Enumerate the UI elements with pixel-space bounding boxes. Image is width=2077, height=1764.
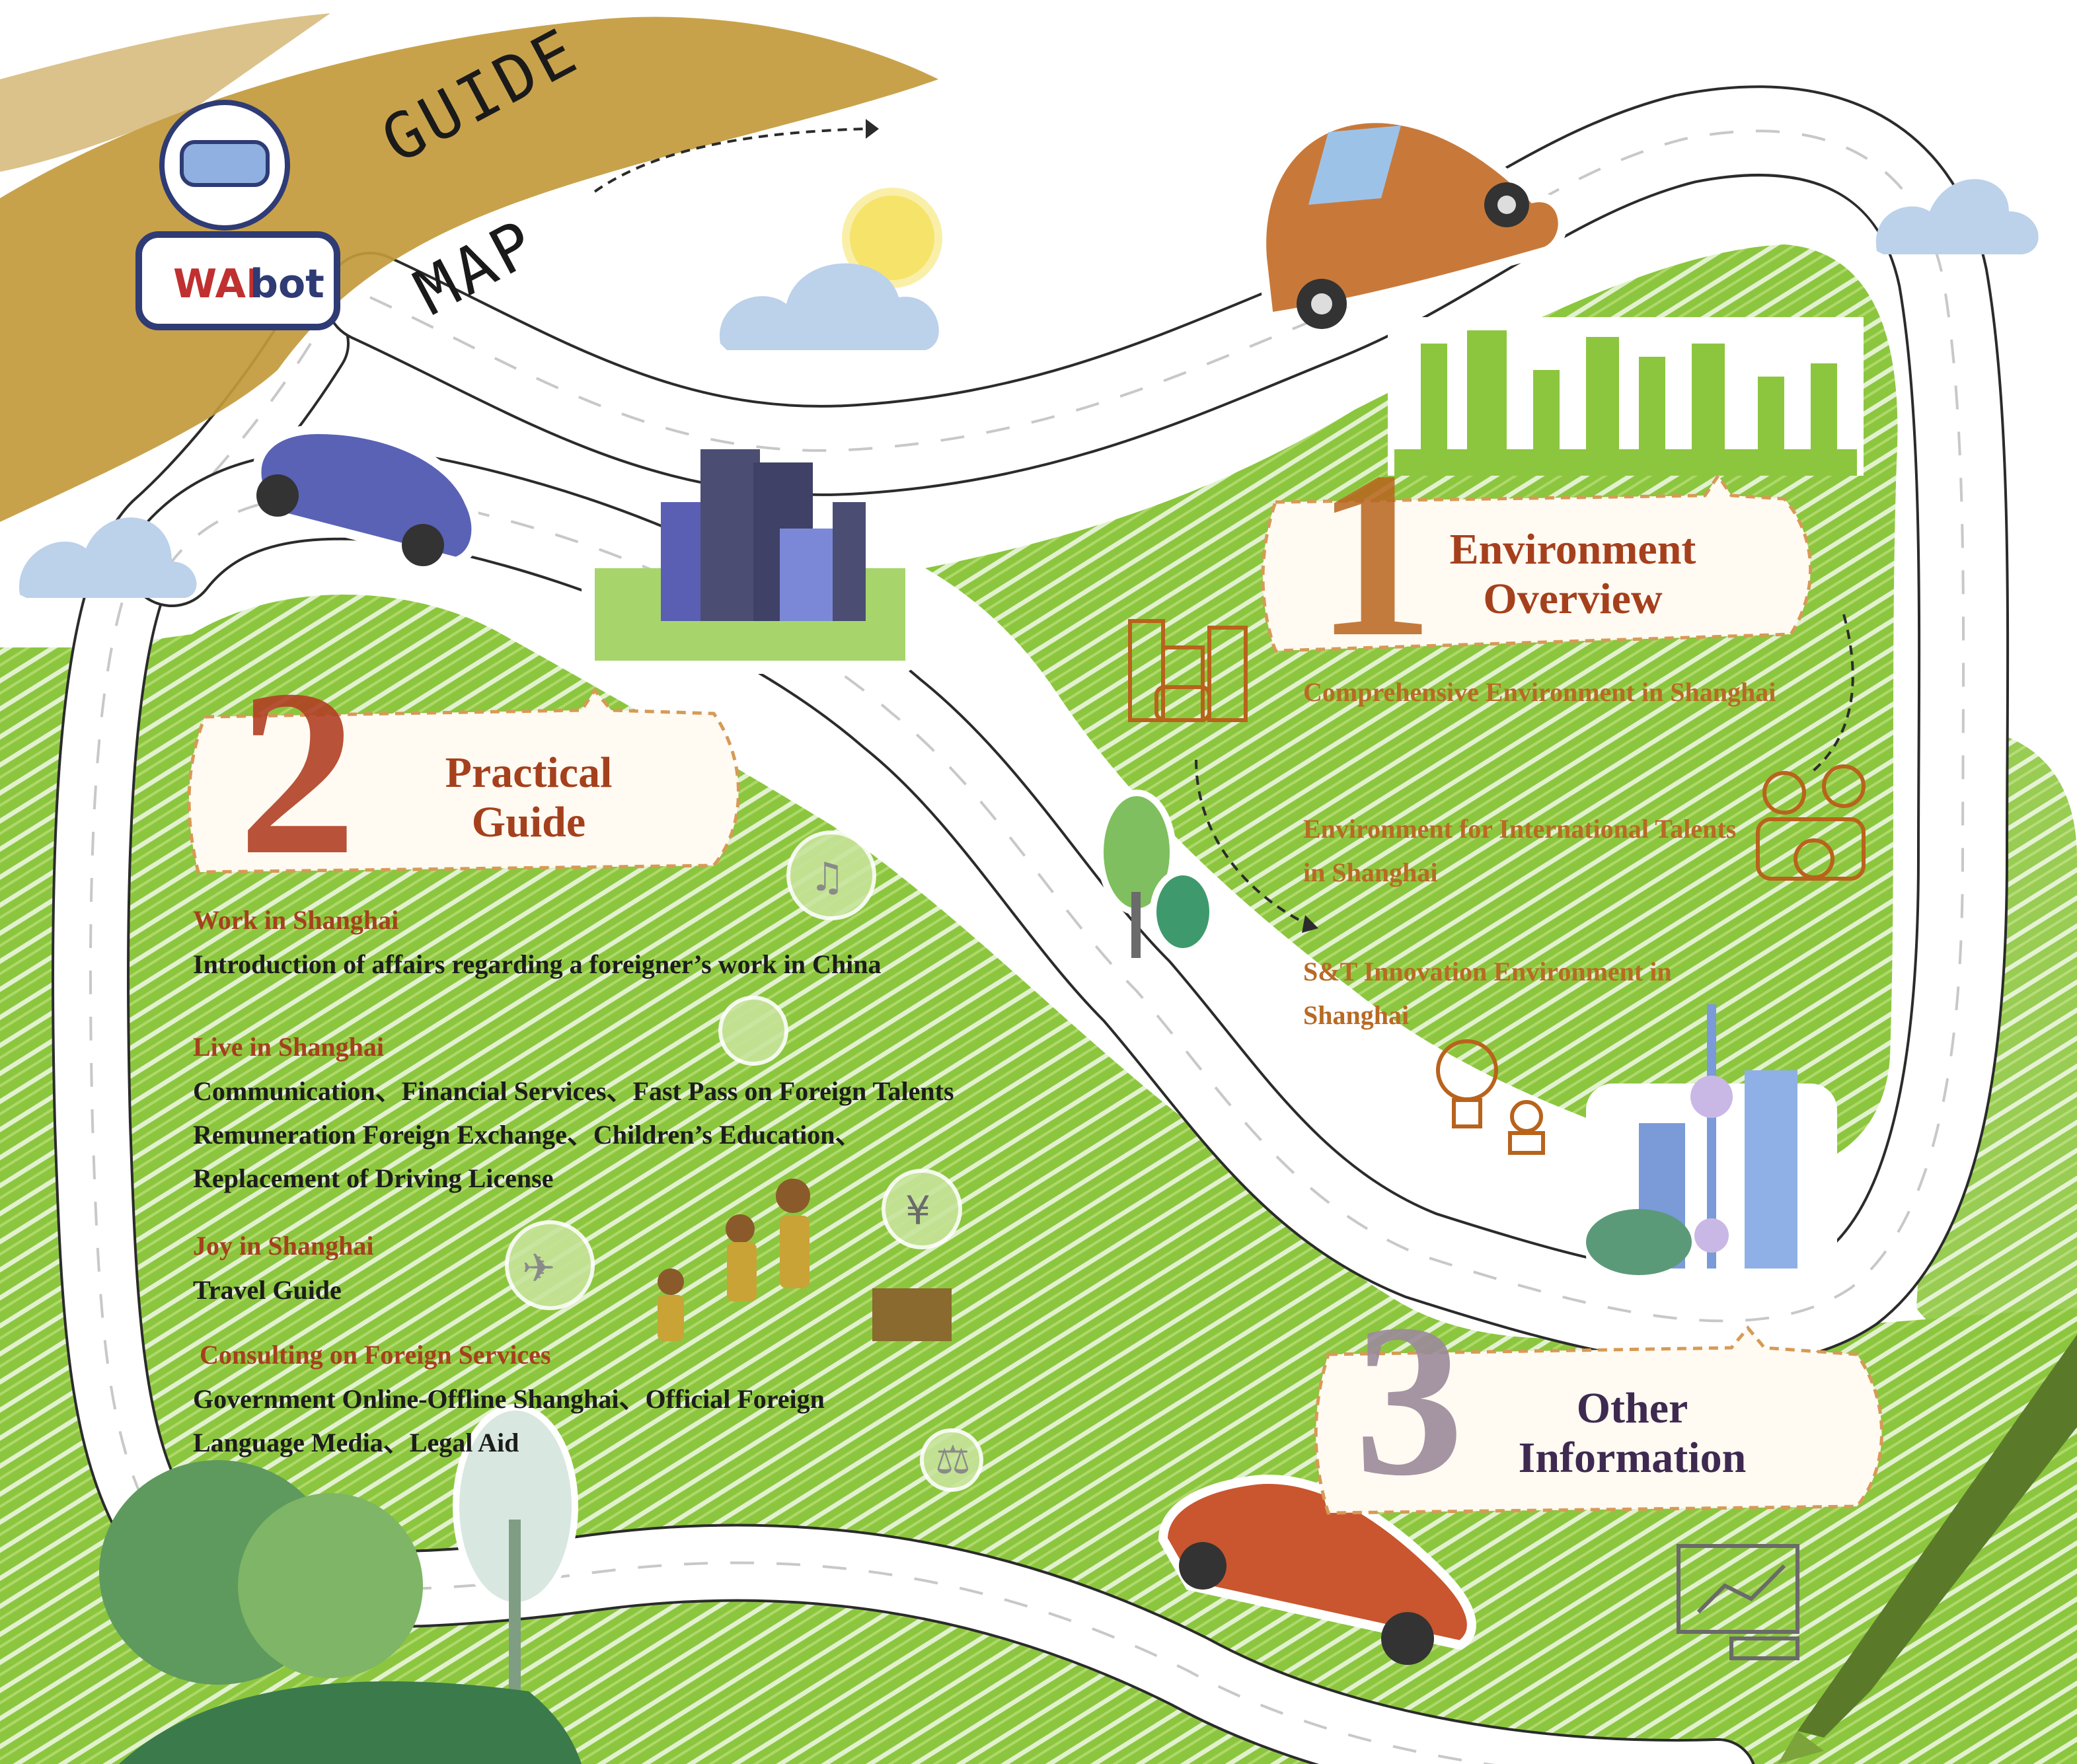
number-three: 3 [1355, 1280, 1464, 1521]
practical-title-line2: Guide [471, 798, 586, 846]
scales-icon [920, 1428, 983, 1492]
music-icon [786, 830, 876, 920]
environment-item-international-talents[interactable]: Environment for International Talents in… [1303, 814, 1737, 887]
logo-wai: WAI [173, 261, 261, 307]
work-in-shanghai-title[interactable]: Work in Shanghai [193, 905, 399, 935]
car-icon [1257, 114, 1567, 329]
consulting-body: Government Online-Offline Shanghai、Offic… [193, 1384, 825, 1457]
family-travel-icon [658, 1179, 952, 1341]
practical-title-line1: Practical [445, 749, 613, 797]
practical-label-plate [187, 687, 740, 874]
presentation-chart-icon [1677, 1544, 1799, 1660]
airplane-icon [505, 1220, 595, 1310]
environment-title-line1: Environment [1449, 525, 1696, 573]
environment-item-comprehensive[interactable]: Comprehensive Environment in Shanghai [1303, 677, 1776, 707]
logo-bot: bot [250, 261, 324, 307]
people-globe-icon [1756, 764, 1866, 881]
crayon-icon [1778, 1335, 2077, 1764]
consulting-title[interactable]: Consulting on Foreign Services [200, 1340, 551, 1370]
svg-text:⚖: ⚖ [935, 1437, 971, 1483]
number-two: 2 [238, 640, 357, 904]
city-buildings-icon [582, 449, 919, 674]
microphone-icon [718, 996, 788, 1066]
lightbulb-gear-icon [1436, 1039, 1545, 1155]
green-land-right [925, 244, 1898, 1172]
live-in-shanghai-body: Communication、Financial Services、Fast Pa… [193, 1076, 954, 1193]
number-one: 1 [1315, 422, 1434, 686]
environment-item-st-innovation[interactable]: S&T Innovation Environment in Shanghai [1303, 957, 1672, 1030]
other-title-line1: Other [1576, 1384, 1688, 1432]
other-title-line2: Information [1518, 1434, 1747, 1482]
environment-skyline [1388, 317, 1864, 476]
city-line-icon [1128, 619, 1248, 722]
svg-text:♫: ♫ [810, 854, 845, 900]
other-label-plate [1314, 1325, 1883, 1515]
work-in-shanghai-body: Introduction of affairs regarding a fore… [193, 949, 882, 979]
environment-label-plate [1261, 472, 1813, 653]
environment-title-line2: Overview [1483, 575, 1663, 623]
joy-in-shanghai-title[interactable]: Joy in Shanghai [193, 1231, 374, 1261]
joy-in-shanghai-body: Travel Guide [193, 1275, 342, 1305]
oriental-pearl-tower-icon [1586, 1004, 1837, 1282]
robot-mascot-icon [135, 100, 340, 330]
svg-text:✈: ✈ [522, 1245, 555, 1292]
yuan-icon [882, 1169, 962, 1249]
svg-text:¥: ¥ [905, 1188, 930, 1234]
live-in-shanghai-title[interactable]: Live in Shanghai [193, 1032, 385, 1062]
cloud-icon [19, 179, 2039, 598]
tree-icon [99, 790, 1216, 1764]
